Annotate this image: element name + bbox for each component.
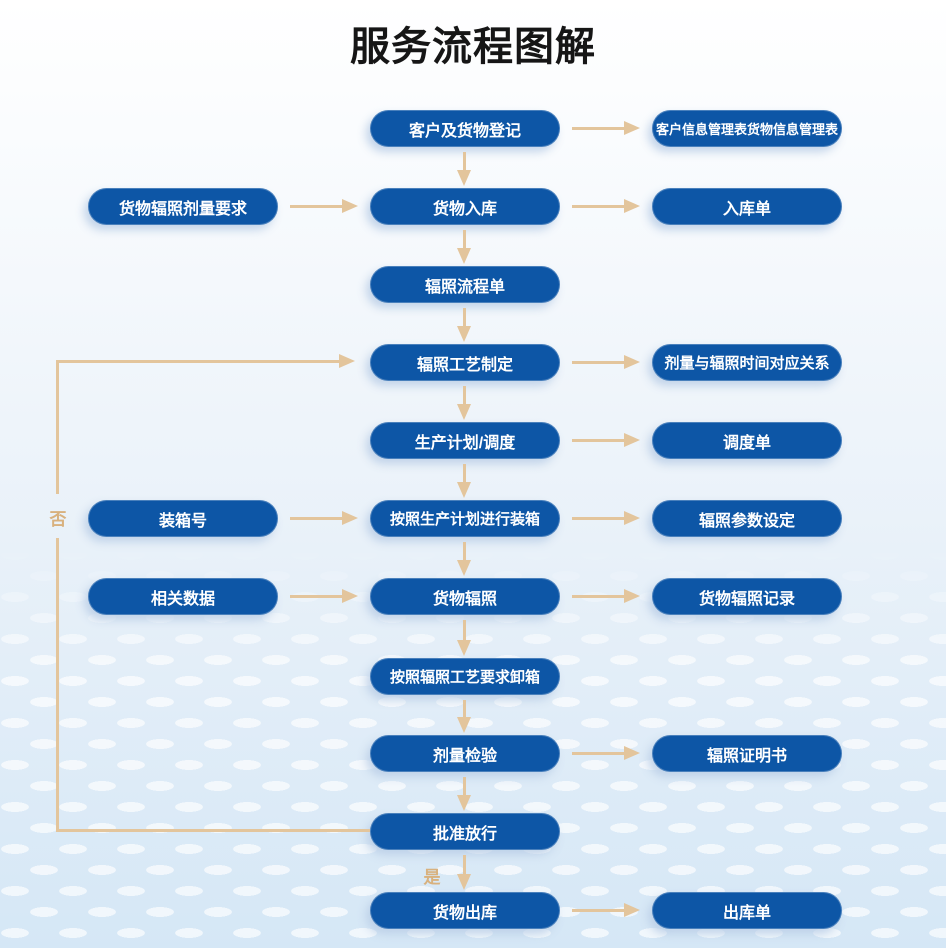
page-title: 服务流程图解 [350,25,596,69]
arrow-in-3 [290,589,358,603]
flow-node-packing-per-plan: 按照生产计划进行装箱 [370,500,560,537]
arrow-in-2 [290,511,358,525]
arrow-down-4 [457,386,471,420]
arrow-out-3 [572,355,640,369]
flow-node-box-number: 装箱号 [88,500,278,537]
flow-node-goods-inbound: 货物入库 [370,188,560,225]
arrow-down-2 [457,230,471,264]
arrow-down-7 [457,620,471,656]
arrow-out-5 [572,511,640,525]
flow-node-goods-irradiation: 货物辐照 [370,578,560,615]
flow-node-production-plan-scheduling: 生产计划/调度 [370,422,560,459]
flow-node-scheduling-order: 调度单 [652,422,842,459]
flow-node-dose-time-relation: 剂量与辐照时间对应关系 [652,344,842,381]
arrow-down-3 [457,308,471,342]
flow-node-irradiation-process-sheet: 辐照流程单 [370,266,560,303]
arrow-in-1 [290,199,358,213]
arrow-out-2 [572,199,640,213]
feedback-vertical-lower-segment [56,538,59,832]
decision-no-label: 否 [49,510,67,529]
flow-node-approval-release: 批准放行 [370,813,560,850]
arrow-down-9 [457,777,471,811]
flow-node-related-data: 相关数据 [88,578,278,615]
flow-node-dose-requirement: 货物辐照剂量要求 [88,188,278,225]
flow-node-irradiation-certificate: 辐照证明书 [652,735,842,772]
arrow-out-6 [572,589,640,603]
decision-yes-label: 是 [423,868,441,887]
flow-node-unpacking-per-process: 按照辐照工艺要求卸箱 [370,658,560,695]
flow-node-inbound-order: 入库单 [652,188,842,225]
arrow-down-10 [457,855,471,890]
arrow-out-8 [572,903,640,917]
arrow-down-5 [457,464,471,498]
arrow-out-7 [572,746,640,760]
arrow-out-4 [572,433,640,447]
flow-node-irradiation-record: 货物辐照记录 [652,578,842,615]
flow-node-customer-goods-registration: 客户及货物登记 [370,110,560,147]
feedback-vertical-upper-segment [56,360,59,494]
flow-node-dose-inspection: 剂量检验 [370,735,560,772]
feedback-bottom-segment [56,829,370,832]
flow-node-outbound-order: 出库单 [652,892,842,929]
arrow-out-1 [572,121,640,135]
arrow-down-8 [457,700,471,733]
flow-node-irradiation-param-setting: 辐照参数设定 [652,500,842,537]
flow-node-customer-goods-info-tables: 客户信息管理表货物信息管理表 [652,110,842,147]
feedback-return-arrow [56,354,355,368]
arrow-down-1 [457,152,471,186]
arrow-down-6 [457,542,471,576]
flow-node-irradiation-process-design: 辐照工艺制定 [370,344,560,381]
flow-node-goods-outbound: 货物出库 [370,892,560,929]
